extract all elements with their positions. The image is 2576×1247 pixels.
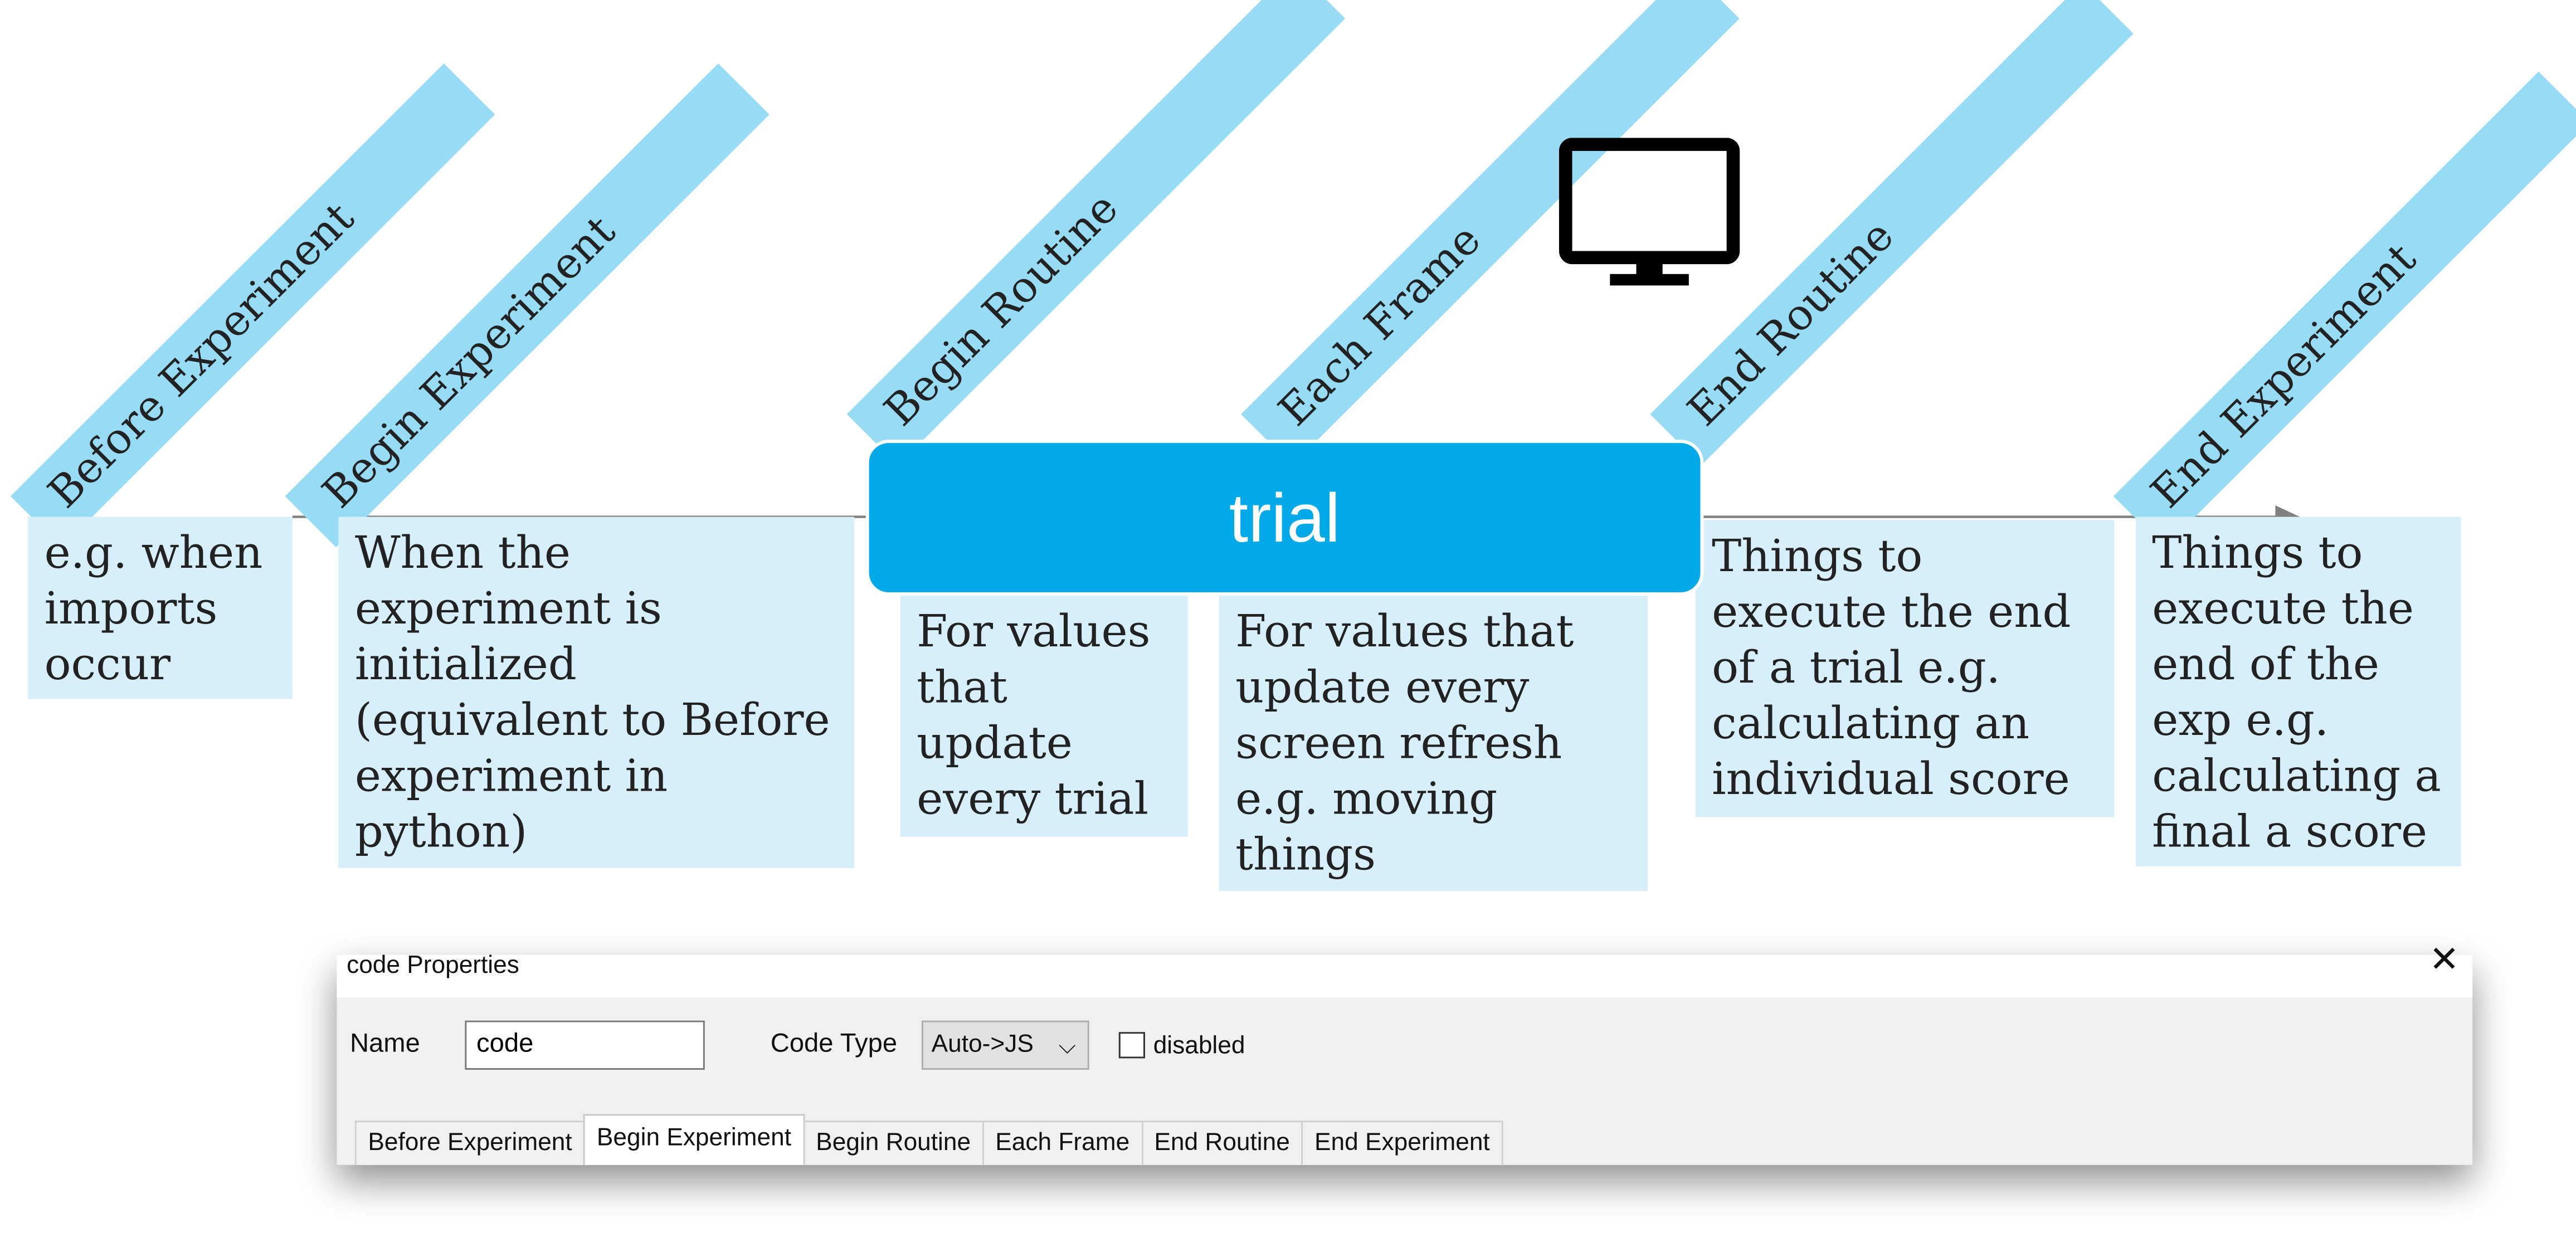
desc-line: Things to xyxy=(1712,532,1923,583)
code-type-value: Auto->JS xyxy=(931,1030,1034,1059)
disabled-checkbox[interactable] xyxy=(1118,1032,1145,1059)
desc-line: For values xyxy=(917,607,1151,658)
desc-line: calculating an xyxy=(1712,699,2030,750)
desc-line: end of the xyxy=(2152,640,2380,691)
desc-line: occur xyxy=(44,640,171,691)
code-properties-dialog: code Properties ✕ Name Code Type Auto->J… xyxy=(337,941,2473,1165)
tab-end-experiment[interactable]: End Experiment xyxy=(1301,1121,1503,1165)
desc-line: imports xyxy=(44,584,218,635)
desc-line: things xyxy=(1235,830,1376,881)
desc-line: final a score xyxy=(2152,807,2428,859)
desc-line: e.g. moving xyxy=(1235,774,1498,826)
routine-trial-label: trial xyxy=(1229,478,1341,556)
dialog-titlebar: code Properties ✕ xyxy=(337,941,2473,998)
desc-line: e.g. when xyxy=(44,528,263,579)
desc-line: exp e.g. xyxy=(2152,695,2329,747)
desc-line: calculating a xyxy=(2152,751,2441,802)
desc-line: For values that xyxy=(1235,607,1574,658)
code-type-label: Code Type xyxy=(770,1030,898,1059)
desc-line: execute the end xyxy=(1712,587,2071,639)
name-input[interactable] xyxy=(465,1020,705,1070)
desc-line: Things to xyxy=(2152,528,2363,579)
close-icon[interactable]: ✕ xyxy=(2429,938,2460,980)
desc-line: update every xyxy=(1235,663,1530,714)
desc-line: execute the xyxy=(2152,584,2414,635)
desc-line: When the xyxy=(354,528,571,579)
name-label: Name xyxy=(349,1030,420,1059)
desc-line: of a trial e.g. xyxy=(1712,643,2001,694)
routine-trial[interactable]: trial xyxy=(865,440,1704,596)
tab-before-experiment[interactable]: Before Experiment xyxy=(354,1121,586,1165)
monitor-icon xyxy=(1559,138,1740,286)
code-tabs: Before Experiment Begin Experiment Begin… xyxy=(354,1114,1503,1165)
desc-line: that xyxy=(917,663,1007,714)
desc-line: experiment is xyxy=(354,584,662,635)
desc-line: update xyxy=(917,718,1073,770)
tab-end-routine[interactable]: End Routine xyxy=(1141,1121,1303,1165)
tab-begin-experiment[interactable]: Begin Experiment xyxy=(583,1114,805,1165)
desc-line: individual score xyxy=(1712,754,2070,806)
desc-line: python) xyxy=(354,807,528,859)
desc-line: initialized xyxy=(354,640,577,691)
disabled-label: disabled xyxy=(1153,1032,1245,1060)
tab-each-frame[interactable]: Each Frame xyxy=(982,1121,1143,1165)
chevron-down-icon: ⌵ xyxy=(1058,1032,1077,1059)
desc-line: experiment in xyxy=(354,751,668,802)
desc-line: (equivalent to Before xyxy=(354,695,830,747)
tab-begin-routine[interactable]: Begin Routine xyxy=(802,1121,984,1165)
desc-line: every trial xyxy=(917,774,1149,826)
desc-line: screen refresh xyxy=(1235,718,1562,770)
dialog-title: code Properties xyxy=(347,951,519,980)
code-type-select[interactable]: Auto->JS ⌵ xyxy=(921,1020,1089,1070)
